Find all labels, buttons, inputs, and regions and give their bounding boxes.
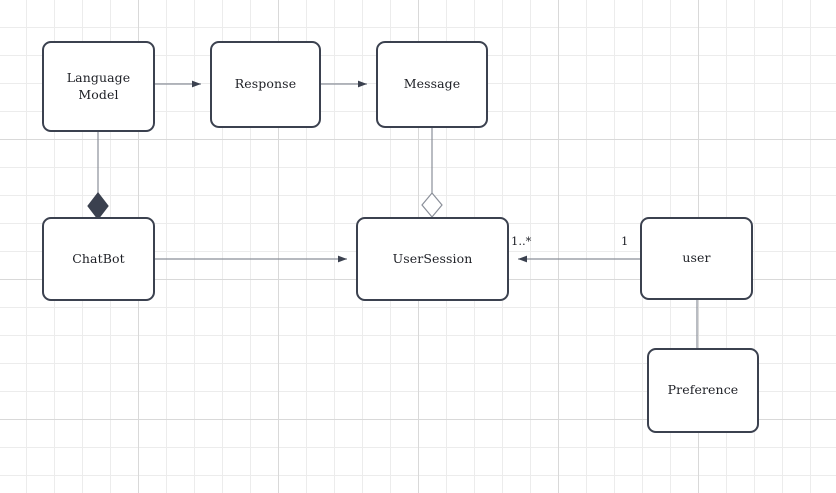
- node-message-label: Message: [403, 76, 461, 92]
- node-language-model-label-line2: Model: [78, 86, 119, 102]
- node-preference[interactable]: Preference: [647, 348, 759, 433]
- filled-diamond-decoration: [87, 192, 109, 220]
- node-response-label: Response: [234, 76, 297, 92]
- node-chatbot[interactable]: ChatBot: [42, 217, 155, 301]
- node-response[interactable]: Response: [210, 41, 321, 128]
- node-message[interactable]: Message: [376, 41, 488, 128]
- node-user[interactable]: user: [640, 217, 753, 300]
- multiplicity-label-user-side: 1: [621, 234, 629, 248]
- node-language-model-label: Language Model: [67, 70, 131, 104]
- edge-message-to-usersession: [421, 128, 443, 218]
- node-language-model-label-line1: Language: [66, 69, 131, 85]
- node-usersession[interactable]: UserSession: [356, 217, 509, 301]
- node-usersession-label: UserSession: [392, 250, 473, 266]
- hollow-diamond-decoration: [421, 192, 443, 218]
- node-user-label: user: [682, 250, 711, 266]
- node-chatbot-label: ChatBot: [72, 250, 125, 266]
- node-language-model[interactable]: Language Model: [42, 41, 155, 132]
- edge-language-model-to-chatbot: [87, 132, 109, 220]
- node-preference-label: Preference: [667, 382, 739, 398]
- multiplicity-label-usersession-side: 1..*: [511, 234, 532, 248]
